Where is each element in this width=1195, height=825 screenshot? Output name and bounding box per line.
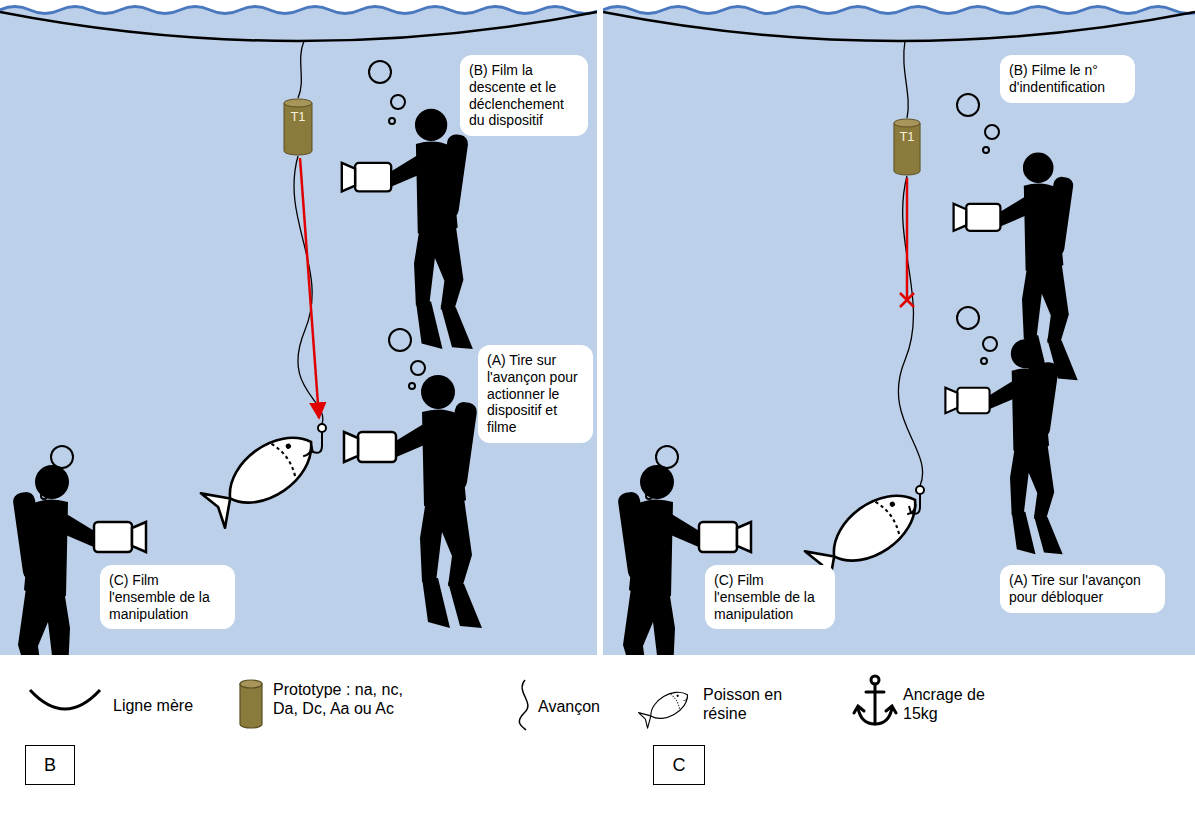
callout-bubble: (B) Film la descente et le déclenchement… — [460, 55, 588, 136]
legend-label: Prototype : na, nc, Da, Dc, Aa ou Ac — [273, 680, 428, 718]
snood-line — [294, 156, 323, 424]
callout-text: (A) Tire sur l'avançon pour actionner le… — [487, 352, 584, 436]
bubble — [41, 471, 55, 485]
callout-bubble: (C) Film l'ensemble de la manipulation — [705, 565, 835, 629]
right-panel — [603, 0, 1195, 655]
snood-symbol — [519, 680, 528, 730]
bubble — [957, 94, 979, 116]
main-line — [0, 12, 597, 41]
anchor-symbol — [854, 676, 896, 724]
callout-text: (A) Tire sur l'avançon pour débloquer — [1009, 572, 1156, 606]
bubble — [983, 147, 989, 153]
bubble — [983, 337, 997, 351]
hook — [909, 494, 920, 514]
bubble — [981, 358, 987, 364]
bubble — [41, 493, 47, 499]
prototype-label: T1 — [290, 109, 305, 124]
cylinder-body — [894, 123, 920, 175]
callout-bubble: (A) Tire sur l'avançon pour actionner le… — [478, 345, 593, 443]
diver-a — [344, 375, 482, 628]
pull-arrow — [906, 178, 909, 298]
main-line-symbol — [30, 690, 100, 709]
diver-b — [342, 109, 473, 349]
bubble — [646, 493, 652, 499]
hook-eye — [916, 486, 924, 494]
bubbles — [646, 94, 999, 499]
snood-line — [904, 41, 908, 118]
panel-letter-box: C — [653, 745, 705, 785]
bubble — [389, 329, 411, 351]
legend-symbols — [30, 676, 896, 730]
fish-symbol — [638, 686, 693, 730]
water — [0, 0, 597, 655]
left-panel — [0, 0, 597, 655]
panel-letter-box: B — [25, 745, 75, 785]
water-surface — [603, 7, 1195, 14]
bubble — [409, 383, 415, 389]
bubble — [411, 361, 425, 375]
legend-label: Poisson en résine — [703, 685, 798, 723]
bubble — [656, 446, 678, 468]
cylinder-top — [284, 99, 312, 107]
bubble — [957, 307, 979, 329]
blocked-mark — [900, 293, 914, 307]
bubble — [985, 125, 999, 139]
callout-text: (B) Film la descente et le déclenchement… — [469, 62, 579, 129]
legend-label: Ligne mère — [113, 696, 233, 715]
prototype-cylinder: T1 — [893, 118, 921, 176]
anchor-shank — [874, 684, 877, 724]
prototype-label: T1 — [899, 129, 914, 144]
callout-bubble: (A) Tire sur l'avançon pour débloquer — [1000, 565, 1165, 613]
snood-line — [898, 176, 922, 486]
snood-line — [298, 41, 304, 98]
anchor-stock — [866, 691, 884, 694]
main-line — [603, 12, 1195, 41]
anchor-flukes — [854, 706, 896, 713]
bubble — [51, 446, 73, 468]
legend-label: Avançon — [538, 697, 638, 716]
sky — [0, 0, 597, 14]
callout-bubble: (C) Film l'ensemble de la manipulation — [100, 565, 235, 629]
callout-text: (B) Filme le n° d'indentification — [1009, 62, 1126, 96]
prototype-symbol-top — [240, 680, 262, 688]
resin-fish — [199, 422, 325, 531]
hook — [311, 432, 322, 453]
bubble — [646, 471, 660, 485]
cylinder-top — [894, 119, 920, 127]
callout-bubble: (B) Filme le n° d'indentification — [1000, 55, 1135, 103]
cylinder-shape — [283, 98, 313, 156]
panel-letter: C — [673, 755, 686, 776]
callout-text: (C) Film l'ensemble de la manipulation — [714, 572, 826, 622]
prototype-cylinder: T1 — [283, 98, 313, 156]
cylinder-shape — [893, 118, 921, 176]
water — [603, 0, 1195, 655]
diver-a — [945, 339, 1062, 554]
sky — [603, 0, 1195, 14]
panel-letter: B — [44, 755, 56, 776]
bubble — [391, 95, 405, 109]
water-surface — [0, 7, 597, 14]
bubbles — [41, 61, 425, 499]
cylinder-body — [284, 103, 312, 155]
prototype-symbol — [240, 684, 262, 728]
bubble — [389, 118, 395, 124]
pull-arrow — [300, 158, 319, 418]
legend-label: Ancrage de 15kg — [903, 685, 1003, 723]
callout-text: (C) Film l'ensemble de la manipulation — [109, 572, 226, 622]
hook-eye — [318, 424, 326, 432]
bubble — [369, 61, 391, 83]
